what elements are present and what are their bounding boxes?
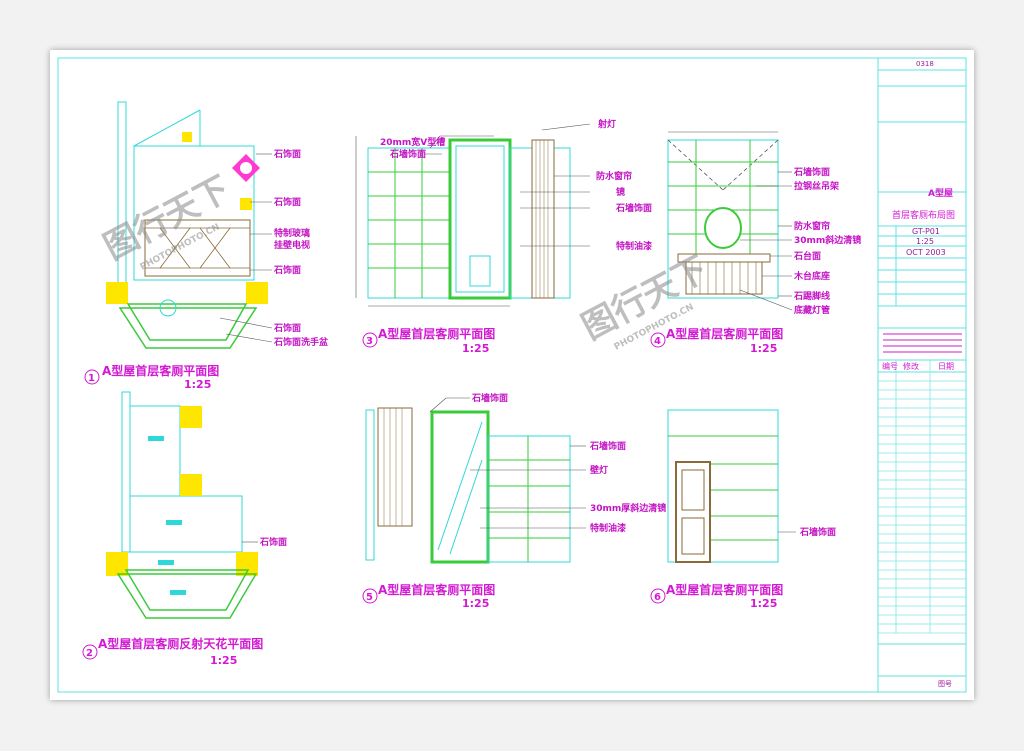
view-1-plan: 石饰面 石饰面 特制玻璃 挂壁电视 石饰面 石饰面 石饰面洗手盆 — [106, 101, 329, 349]
tb-rev-date: 日期 — [938, 362, 954, 371]
v3-label: 石墙饰面 — [389, 148, 426, 160]
view-5-scale: 1:25 — [462, 597, 489, 610]
view-5-number: 5 — [366, 592, 373, 603]
v1-label: 石饰面 — [273, 264, 301, 276]
v4-label: 石台面 — [793, 250, 821, 262]
view-4-title: A型屋首层客厕平面图 — [666, 326, 783, 341]
v3-label: 射灯 — [597, 118, 616, 130]
tb-date: OCT 2003 — [906, 248, 946, 257]
v4-label: 底藏灯管 — [794, 304, 830, 316]
tb-rev-no: 编号 — [882, 361, 898, 371]
v1-label: 石饰面洗手盆 — [273, 336, 329, 348]
tb-drawing-no: GT-P01 — [912, 227, 940, 236]
v6-label: 石墙饰面 — [799, 526, 836, 538]
v1-label: 石饰面 — [273, 148, 301, 160]
view-4-elevation: 石墙饰面 拉钢丝吊架 防水窗帘 30mm斜边清镜 石台面 木台底座 石踢脚线 底… — [667, 131, 861, 316]
v4-label: 石墙饰面 — [793, 166, 830, 178]
tb-rev-change: 修改 — [903, 361, 919, 371]
v5-label: 特制油漆 — [590, 522, 626, 534]
view-6-scale: 1:25 — [750, 597, 777, 610]
v1-label: 特制玻璃 — [274, 227, 310, 239]
v4-label: 拉钢丝吊架 — [794, 180, 839, 192]
view-3-elevation: 20mm宽V型槽 石墙饰面 射灯 防水窗帘 镜 石墙饰面 特制油漆 — [355, 118, 652, 307]
v1-label: 石饰面 — [273, 196, 301, 208]
v5-label: 石墙饰面 — [471, 392, 508, 404]
view-2-ceiling: 石饰面 — [106, 391, 287, 619]
v3-label: 石墙饰面 — [615, 202, 652, 214]
v2-label: 石饰面 — [259, 536, 287, 548]
v3-label: 特制油漆 — [616, 240, 652, 252]
view-3-scale: 1:25 — [462, 342, 489, 355]
tb-drawing-name: 首层客厕布局图 — [892, 209, 955, 221]
tb-footer: 图号 — [938, 680, 952, 688]
v4-label: 木台底座 — [793, 270, 830, 282]
v5-label: 石墙饰面 — [589, 440, 626, 452]
view-1-number: 1 — [88, 373, 95, 384]
view-6-number: 6 — [654, 592, 661, 603]
title-block: 0318 A型屋 首层客厕布局图 GT-P01 1:25 OCT 2003 编号… — [877, 57, 967, 693]
view-5-elevation: 石墙饰面 石墙饰面 壁灯 30mm厚斜边清镜 特制油漆 — [365, 392, 666, 564]
cad-drawing: 0318 A型屋 首层客厕布局图 GT-P01 1:25 OCT 2003 编号… — [57, 57, 967, 693]
tb-project-no: 0318 — [916, 60, 934, 68]
v4-label: 防水窗帘 — [794, 220, 830, 232]
view-6-elevation: 石墙饰面 — [667, 409, 836, 563]
drawing-sheet: 0318 A型屋 首层客厕布局图 GT-P01 1:25 OCT 2003 编号… — [50, 50, 974, 700]
view-2-title: A型屋首层客厕反射天花平面图 — [98, 636, 263, 651]
view-4-scale: 1:25 — [750, 342, 777, 355]
v4-label: 石踢脚线 — [793, 290, 830, 302]
v5-label: 30mm厚斜边清镜 — [590, 502, 666, 514]
v4-label: 30mm斜边清镜 — [794, 234, 861, 246]
view-2-number: 2 — [86, 648, 93, 659]
view-3-number: 3 — [366, 336, 373, 347]
view-3-title: A型屋首层客厕平面图 — [378, 326, 495, 341]
view-1-scale: 1:25 — [184, 378, 211, 391]
v3-label: 防水窗帘 — [596, 170, 632, 182]
view-5-title: A型屋首层客厕平面图 — [378, 582, 495, 597]
v3-label: 镜 — [616, 186, 625, 198]
view-2-scale: 1:25 — [210, 654, 237, 667]
tb-brand: A型屋 — [928, 187, 953, 199]
view-6-title: A型屋首层客厕平面图 — [666, 582, 783, 597]
tb-scale: 1:25 — [916, 237, 934, 246]
view-1-title: A型屋首层客厕平面图 — [102, 363, 219, 378]
view-titles: 1 A型屋首层客厕平面图 1:25 2 A型屋首层客厕反射天花平面图 1:25 … — [82, 326, 783, 667]
v1-label: 石饰面 — [273, 322, 301, 334]
view-4-number: 4 — [654, 336, 661, 347]
v1-label: 挂壁电视 — [274, 239, 310, 251]
v5-label: 壁灯 — [590, 464, 608, 476]
v3-label: 20mm宽V型槽 — [380, 136, 445, 148]
